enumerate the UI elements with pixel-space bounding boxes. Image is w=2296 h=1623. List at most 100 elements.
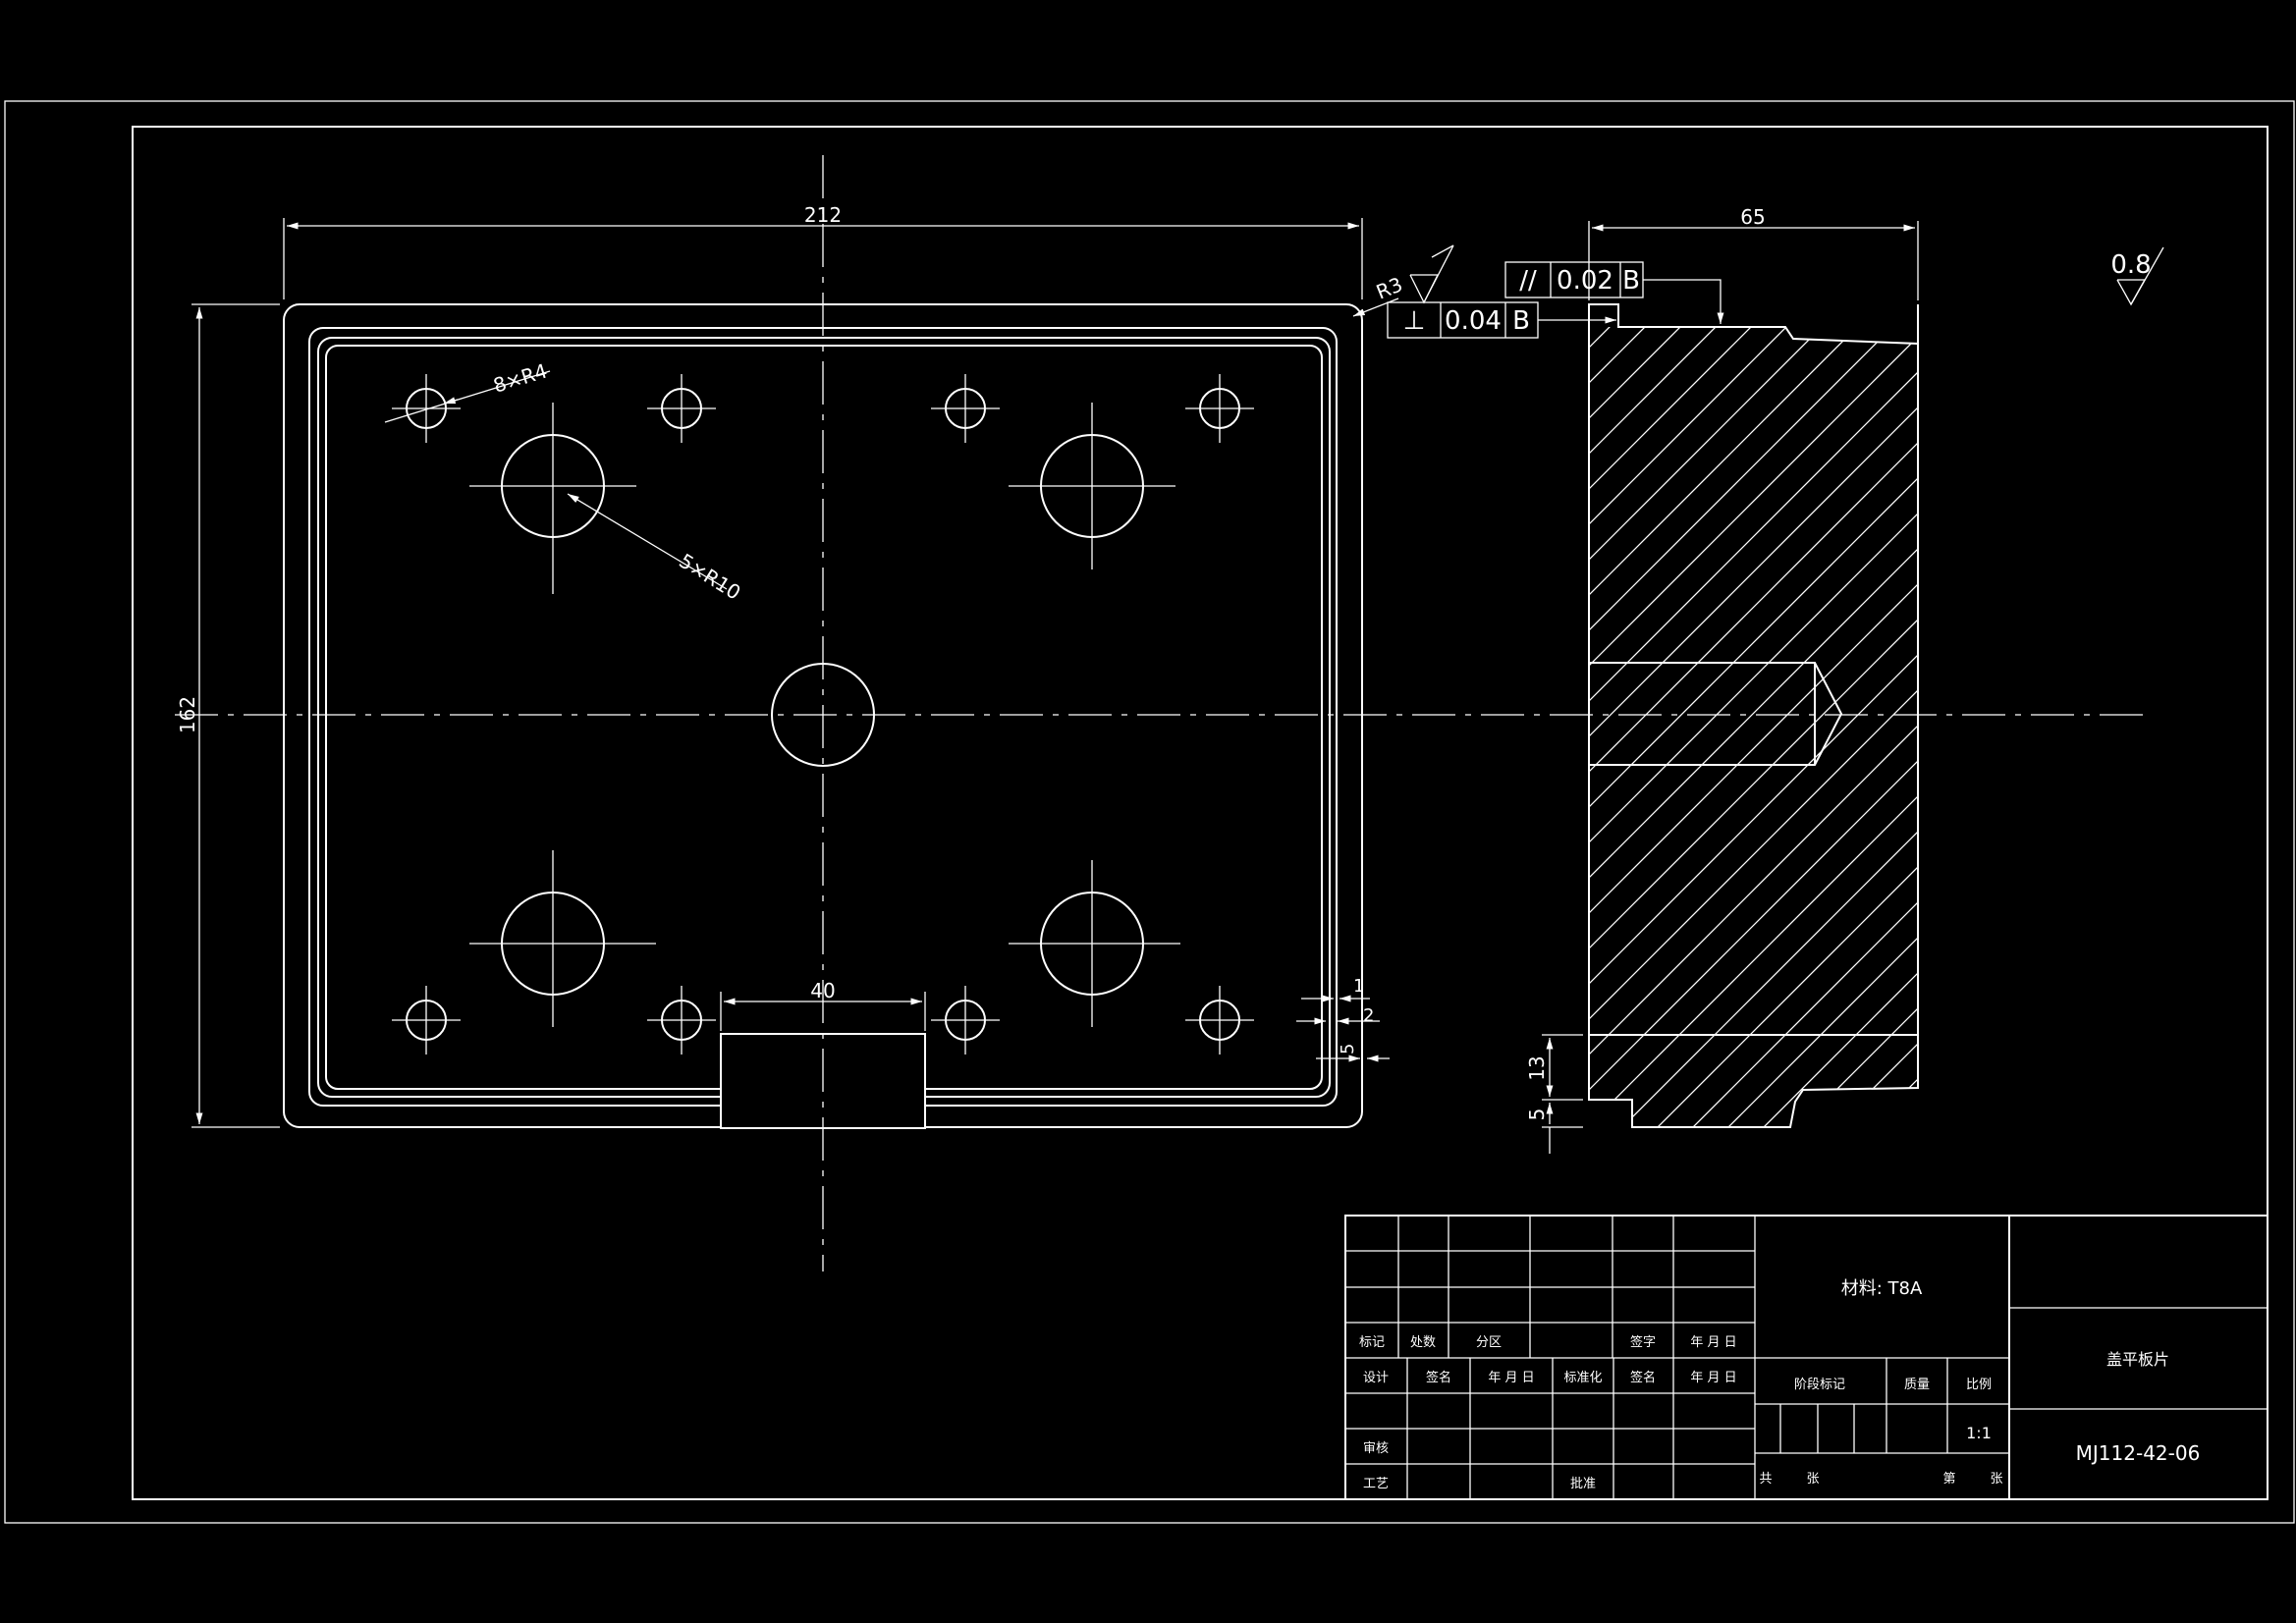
dim-side-thickness: 65 [1588, 205, 1919, 300]
hatch-line [1589, 627, 1918, 1002]
scale-value: 1:1 [1966, 1424, 1992, 1442]
hatch-line [1589, 345, 1918, 720]
center-bore [1589, 662, 1843, 766]
dim-162-label: 162 [176, 696, 199, 733]
hatch-line [1589, 327, 1918, 543]
large-holes [469, 403, 1180, 1027]
hatch-line [1589, 1122, 1918, 1127]
small-holes-label: 8×R4 [490, 358, 550, 397]
tolerance-perpendicularity: ⊥ 0.04 B [1387, 301, 1616, 339]
section-view: 65 13 5 [1525, 0, 1944, 1154]
hatch-line [1589, 981, 1918, 1127]
hdr-total: 共 [1759, 1472, 1772, 1487]
hatch-line [1589, 1052, 1918, 1127]
edge-5-label: 5 [1338, 1044, 1358, 1055]
part-name: 盖平板片 [2106, 1350, 2169, 1369]
hdr-zone: 分区 [1476, 1335, 1502, 1350]
sheet-inner-frame [132, 126, 2269, 1500]
hatch-line [1589, 327, 1918, 614]
dim-5-label: 5 [1525, 1109, 1549, 1121]
hatch-line [1589, 839, 1918, 1127]
dim-corner-radius: R3 [1352, 272, 1406, 317]
hatch-line [1589, 698, 1918, 1073]
hatch-line [1589, 1016, 1918, 1127]
hdr-sheets: 张 [1806, 1472, 1819, 1487]
hdr-sign-name: 签名 [1426, 1370, 1451, 1385]
hatch-line [1571, 0, 1944, 295]
hdr-process: 工艺 [1363, 1477, 1389, 1491]
hdr-page: 张 [1990, 1472, 2002, 1487]
dim-40-label: 40 [810, 979, 835, 1002]
dim-slot-width: 40 [720, 979, 926, 1031]
hdr-review: 审核 [1363, 1441, 1389, 1456]
hatch-line [1589, 327, 1918, 402]
hdr-approve: 批准 [1570, 1477, 1596, 1491]
hatch-line [1589, 327, 1918, 684]
dim-overall-width: 212 [283, 203, 1363, 299]
dim-13-label: 13 [1525, 1055, 1549, 1080]
hdr-mark: 标记 [1359, 1335, 1385, 1350]
hdr-date: 年 月 日 [1690, 1335, 1736, 1350]
hdr-sheet-no: 第 [1942, 1472, 1955, 1487]
hatch-line [1589, 1087, 1918, 1127]
dim-side-steps: 13 5 [1525, 1034, 1583, 1154]
hatch-line [1589, 557, 1918, 932]
plan-view: 212 162 R3 8×R4 5×R10 [175, 155, 2146, 1271]
section-hatching [1571, 0, 1944, 1127]
hdr-signature: 签字 [1630, 1334, 1656, 1350]
material-label: 材料: T8A [1841, 1278, 1923, 1299]
hdr-date-3: 年 月 日 [1690, 1371, 1736, 1385]
hatch-line [1589, 327, 1918, 508]
dim-edge-offsets: 1 2 5 [1296, 976, 1390, 1062]
parallelism-symbol: // [1519, 266, 1537, 296]
hdr-ratio: 比例 [1966, 1378, 1992, 1392]
hatch-line [1589, 769, 1918, 1127]
hdr-design: 设计 [1363, 1371, 1389, 1385]
hdr-stage-mark: 阶段标记 [1794, 1378, 1845, 1392]
hatch-line [1589, 327, 1918, 437]
hatch-line [1589, 521, 1918, 896]
dim-small-holes: 8×R4 [384, 358, 551, 423]
dim-65-label: 65 [1740, 205, 1765, 229]
surface-finish-value: 0.8 [2110, 250, 2151, 280]
small-holes [392, 374, 1254, 1055]
hatch-line [1589, 910, 1918, 1127]
parallelism-datum: B [1622, 266, 1640, 296]
hatch-line [1589, 451, 1918, 826]
hdr-sign-name-2: 签名 [1630, 1370, 1656, 1385]
hatch-line [1589, 327, 1918, 366]
hatch-line [1589, 486, 1918, 861]
plate-pocket-inner [325, 345, 1323, 1090]
surface-finish-symbol: 0.8 [1409, 244, 2164, 306]
hatch-line [1589, 804, 1918, 1127]
r3-label: R3 [1373, 272, 1406, 303]
hatch-line [1589, 327, 1918, 578]
tolerance-parallelism: // 0.02 B [1504, 261, 1724, 324]
perpendicularity-symbol: ⊥ [1403, 306, 1426, 336]
dim-overall-height: 162 [176, 303, 280, 1128]
edge-2-label: 2 [1363, 1005, 1374, 1026]
large-holes-label: 5×R10 [675, 549, 744, 605]
parallelism-value: 0.02 [1557, 266, 1613, 296]
hatch-line [1589, 946, 1918, 1127]
hdr-standardization: 标准化 [1563, 1371, 1602, 1385]
dim-large-holes: 5×R10 [567, 493, 744, 605]
edge-1-label: 1 [1353, 976, 1364, 997]
hatch-line [1589, 733, 1918, 1109]
section-outline [1588, 303, 1919, 1128]
drawing-number: MJ112-42-06 [2076, 1441, 2201, 1465]
hatch-line [1589, 875, 1918, 1127]
perpendicularity-value: 0.04 [1445, 306, 1502, 336]
hatch-line [1589, 327, 1918, 649]
hatch-line [1589, 380, 1918, 755]
sheet-outer-border [4, 100, 2295, 1524]
title-block: 材料: T8A 盖平板片 MJ112-42-06 1:1 标记 处数 分区 签字… [1267, 1215, 2269, 1500]
dim-212-label: 212 [804, 203, 842, 227]
hdr-weight: 质量 [1904, 1378, 1930, 1392]
perpendicularity-datum: B [1512, 306, 1530, 336]
hatch-line [1589, 415, 1918, 790]
hatch-line [1589, 663, 1918, 1038]
hdr-date-2: 年 月 日 [1488, 1371, 1534, 1385]
hatch-line [1589, 592, 1918, 967]
